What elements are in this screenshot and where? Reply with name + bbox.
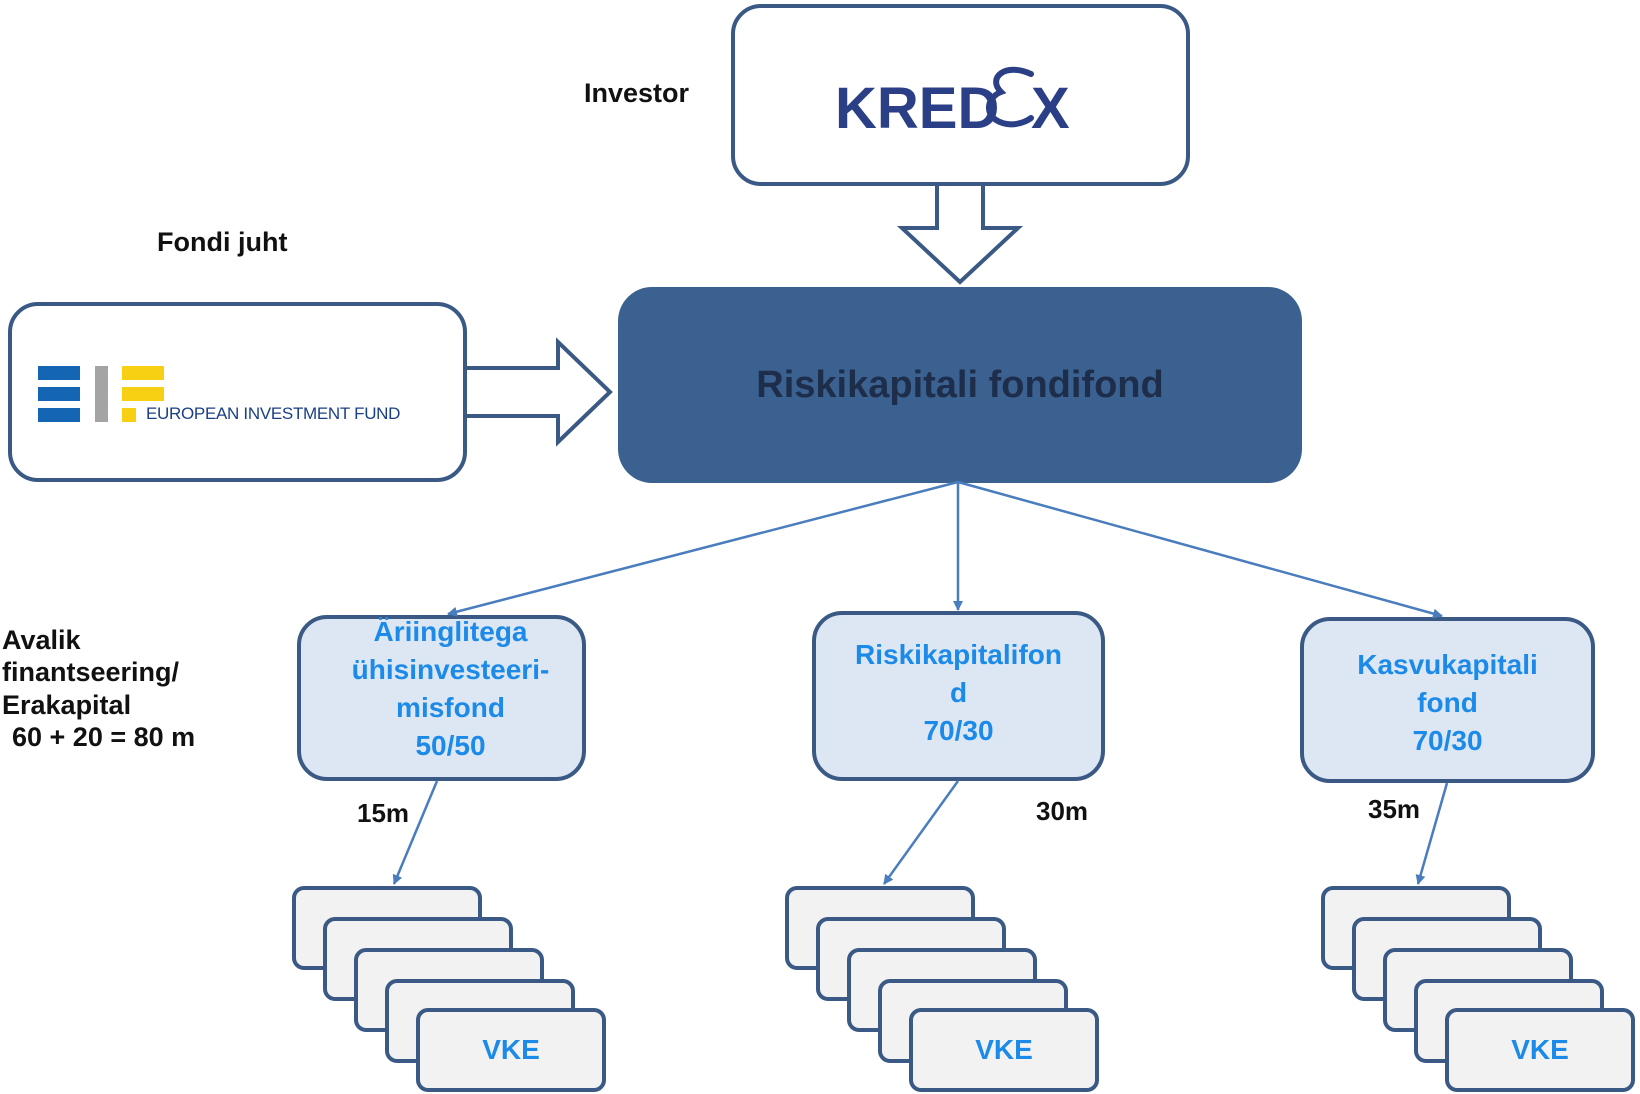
arrow-to-business-angels-fund <box>447 480 959 617</box>
arrow-to-growth-capital-fund <box>957 480 1443 619</box>
amount-label-venture-capital: 30m <box>1036 796 1089 826</box>
fund-manager-label: Fondi juht <box>157 227 288 257</box>
fund-line: 70/30 <box>923 715 994 746</box>
fund-box-growth-capital: Kasvukapitali fond 70/30 <box>1300 617 1595 783</box>
funding-label-line2: finantseering/ <box>2 657 180 688</box>
eif-logo-f-bar1 <box>122 366 164 380</box>
vke-card: VKE <box>416 1008 606 1092</box>
arrow-to-sme-middle <box>882 780 960 885</box>
funding-label-line4: 60 + 20 = 80 m <box>12 722 196 753</box>
block-arrow-right <box>467 337 613 447</box>
vke-card: VKE <box>909 1008 1099 1092</box>
eif-logo-e-bar1 <box>38 366 80 380</box>
eif-logo-e-bar2 <box>38 387 80 401</box>
fund-line: ühisinvesteeri- <box>351 654 550 685</box>
arrow-to-sme-right <box>1415 782 1449 885</box>
vke-card-label: VKE <box>1511 1034 1569 1065</box>
fund-line: Riskikapitalifon <box>855 639 1062 670</box>
block-arrow-down <box>896 186 1024 285</box>
eif-logo-e-bar3 <box>38 408 80 422</box>
eif-logo-text: EUROPEAN INVESTMENT FUND <box>146 404 401 423</box>
kredex-logo-x: X <box>1031 76 1070 141</box>
vke-card-label: VKE <box>975 1034 1033 1065</box>
fund-manager-box: EUROPEAN INVESTMENT FUND <box>8 302 467 482</box>
fund-line: Äriinglitega <box>373 616 528 647</box>
kredex-logo-swirl <box>986 66 1034 128</box>
fund-line: misfond <box>396 692 505 723</box>
fund-box-venture-capital: Riskikapitalifon d 70/30 <box>812 611 1105 781</box>
fund-box-business-angels: Äriinglitega ühisinvesteeri- misfond 50/… <box>297 615 586 781</box>
fund-of-funds-box: Riskikapitali fondifond <box>618 287 1302 483</box>
eif-logo-f-bar2 <box>122 387 164 401</box>
amount-label-business-angels: 15m <box>357 798 410 828</box>
vke-card-label: VKE <box>482 1034 540 1065</box>
fund-box-growth-capital-text: Kasvukapitali fond 70/30 <box>1304 646 1591 760</box>
fund-line: Kasvukapitali <box>1357 649 1538 680</box>
fund-box-venture-capital-text: Riskikapitalifon d 70/30 <box>816 636 1101 750</box>
kredex-logo-text: KRED <box>835 76 999 141</box>
vke-card: VKE <box>1445 1008 1635 1092</box>
eif-logo-f-bar3 <box>122 408 136 422</box>
investor-box: KRED X <box>731 4 1190 186</box>
kredex-logo: KRED X <box>835 66 1070 141</box>
fund-line: fond <box>1417 687 1478 718</box>
fund-box-business-angels-text: Äriinglitega ühisinvesteeri- misfond 50/… <box>319 613 582 765</box>
funding-label-line3: Erakapital <box>2 689 132 720</box>
funding-label-line1: Avalik <box>2 625 81 655</box>
investor-label: Investor <box>584 78 690 108</box>
fund-of-funds-title: Riskikapitali fondifond <box>756 363 1164 406</box>
fund-line: 70/30 <box>1412 725 1483 756</box>
amount-label-growth-capital: 35m <box>1368 794 1421 824</box>
fund-line: d <box>949 677 968 708</box>
fund-line: 50/50 <box>415 730 486 761</box>
eif-logo: EUROPEAN INVESTMENT FUND <box>38 366 438 426</box>
eif-logo-i-bar <box>95 366 108 422</box>
funding-label: Avalik finantseering/ Erakapital 60 + 20… <box>2 624 195 754</box>
arrow-to-sme-left <box>392 780 439 885</box>
